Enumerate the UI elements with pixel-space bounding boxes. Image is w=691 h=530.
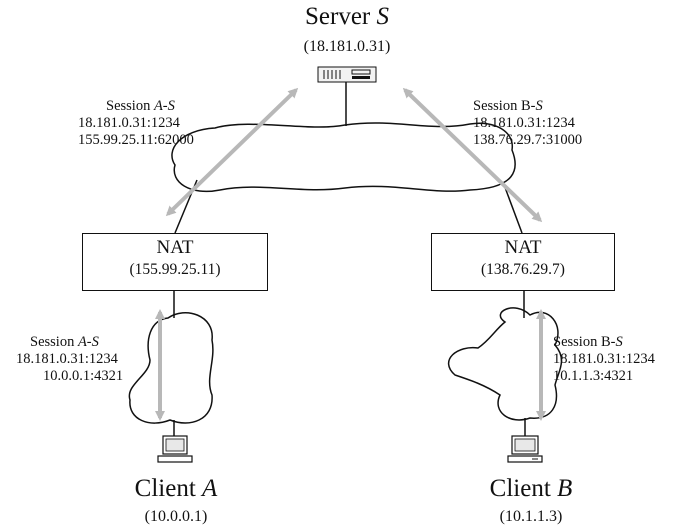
computer-icon [157, 435, 193, 463]
client-b-ip: (10.1.1.3) [499, 508, 563, 525]
client-a-ip: (10.0.0.1) [144, 508, 208, 525]
server-var: S [376, 3, 390, 30]
nat-b-label: NAT [504, 237, 542, 258]
server-ip: (18.181.0.31) [303, 38, 391, 55]
client-b-label: Client [489, 475, 551, 502]
nat-b-ip: (138.76.29.7) [481, 261, 565, 278]
session-title: Session A-S [30, 334, 99, 350]
session-line2: 138.76.29.7:31000 [473, 132, 583, 148]
nat-a-label: NAT [156, 237, 194, 258]
session-line1: 18.181.0.31:1234 [553, 351, 655, 367]
session-line2: 10.0.0.1:4321 [43, 368, 124, 384]
server-label: Server [305, 3, 371, 30]
server-icon [317, 66, 377, 83]
session-arrow-a-s-public [165, 87, 299, 217]
client-a-var: A [202, 475, 218, 502]
internet-cloud [171, 122, 516, 193]
nat-b-box: NAT (138.76.29.7) [431, 233, 615, 291]
session-b-s-private: Session B-S 18.181.0.31:1234 10.1.1.3:43… [553, 334, 655, 385]
client-b-var: B [557, 475, 573, 502]
nat-a-ip: (155.99.25.11) [129, 261, 221, 278]
session-title: Session A-S [106, 98, 175, 114]
session-title: Session B-S [473, 98, 543, 114]
session-arrow-b-s-public [402, 87, 543, 223]
session-a-s-private: Session A-S 18.181.0.31:1234 10.0.0.1:43… [16, 334, 123, 385]
client-a-title: Client A [135, 475, 218, 504]
client-b-title: Client B [490, 475, 573, 504]
nat-a-box: NAT (155.99.25.11) [82, 233, 268, 291]
computer-icon [507, 435, 543, 463]
private-network-a [128, 312, 214, 424]
session-b-s-public: Session B-S 18.181.0.31:1234 138.76.29.7… [473, 98, 582, 149]
server-title: Server S [305, 3, 389, 32]
session-line1: 18.181.0.31:1234 [16, 351, 118, 367]
session-title: Session B-S [553, 334, 623, 350]
client-a-label: Client [134, 475, 196, 502]
session-line2: 155.99.25.11:62000 [78, 132, 194, 148]
private-network-b [447, 307, 563, 421]
session-line1: 18.181.0.31:1234 [473, 115, 575, 131]
session-line1: 18.181.0.31:1234 [78, 115, 180, 131]
session-a-s-public: Session A-S 18.181.0.31:1234 155.99.25.1… [78, 98, 194, 149]
session-line2: 10.1.1.3:4321 [553, 368, 634, 384]
